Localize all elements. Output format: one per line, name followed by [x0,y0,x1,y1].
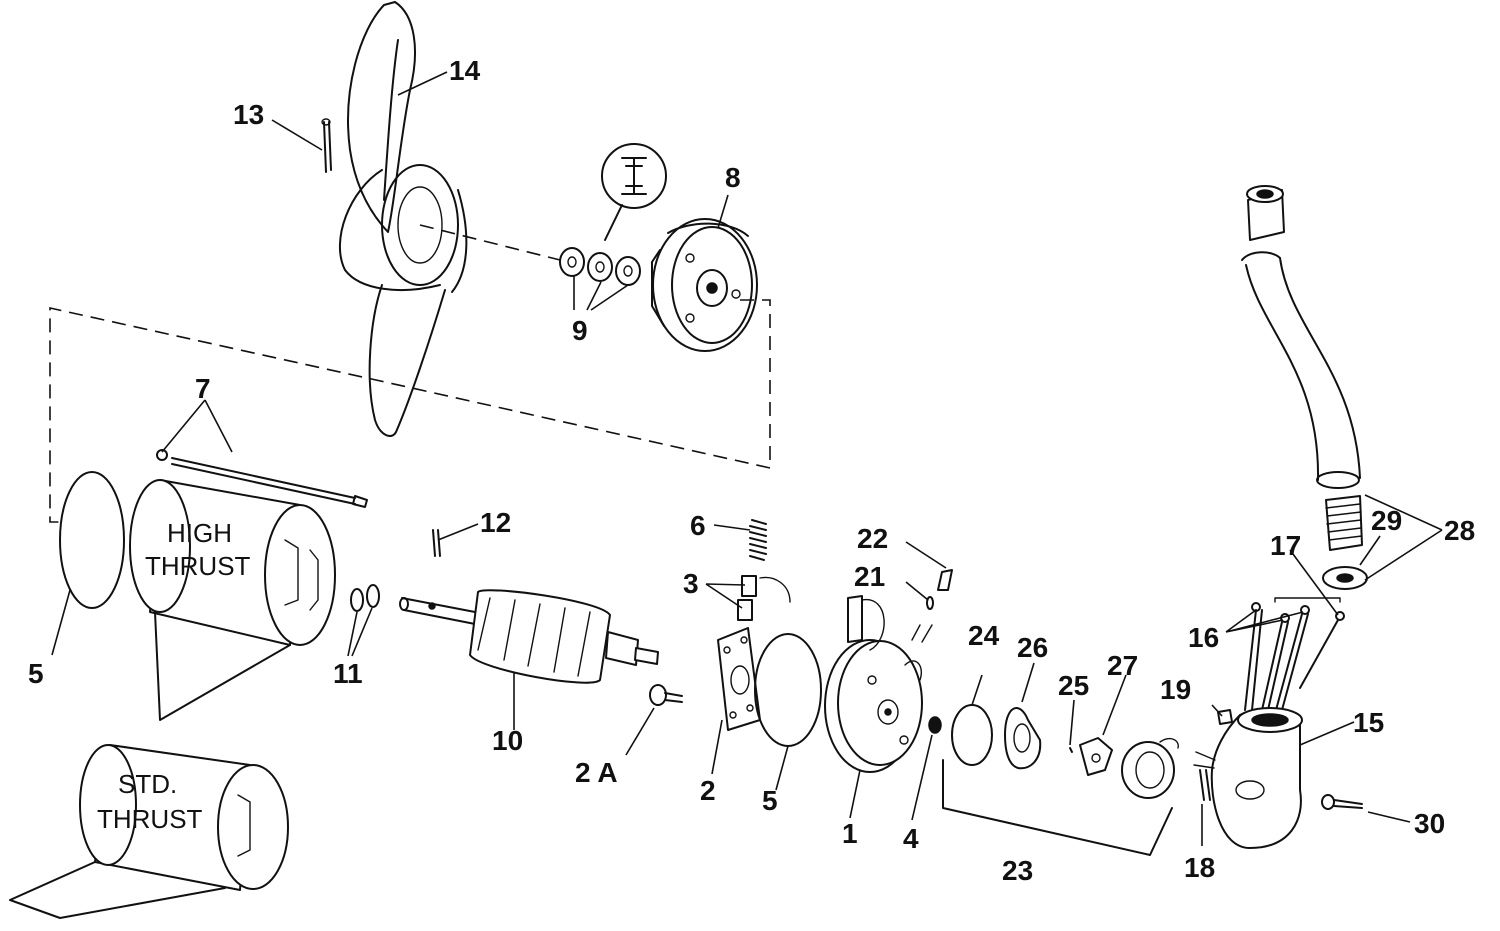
nut-4 [928,716,942,734]
label-24: 24 [968,620,1000,651]
screw-2a [649,684,683,706]
spring-6 [749,519,767,561]
armature-10 [399,589,659,684]
high-thrust-text-1: HIGH [167,518,232,548]
through-bolts-7 [156,449,368,508]
brush-plate-2 [717,627,761,731]
end-cap-1 [824,595,933,773]
label-6: 6 [690,510,706,541]
cotter-pin-13 [321,118,332,173]
label-5-center: 5 [762,785,778,816]
label-12: 12 [480,507,511,538]
label-13: 13 [233,99,264,130]
label-15: 15 [1353,707,1384,738]
front-housing-8 [651,218,758,352]
std-thrust-housing: STD. THRUST [9,744,289,919]
label-23: 23 [1002,855,1033,886]
label-9: 9 [572,315,588,346]
label-2: 2 [700,775,716,806]
label-28: 28 [1444,515,1475,546]
screw-30 [1321,794,1363,810]
pin-22 [937,569,953,591]
label-8: 8 [725,162,741,193]
lower-housing-15 [1193,707,1303,849]
label-11: 11 [333,658,363,689]
switch-assembly [1121,738,1179,799]
label-7: 7 [195,373,211,404]
label-22: 22 [857,523,888,554]
o-ring-5-left [59,471,125,609]
label-26: 26 [1017,632,1048,663]
wire-leads-16-17 [1244,597,1345,711]
callout-labels: 14 13 8 9 7 12 6 22 21 3 5 11 10 2 A 2 5… [28,55,1475,886]
bracket-27 [1079,737,1113,776]
label-29: 29 [1371,505,1402,536]
high-thrust-text-2: THRUST [145,551,251,581]
propeller [338,1,468,437]
bracket-23 [942,759,1173,856]
washer-orientation-detail [601,143,667,241]
label-1: 1 [842,818,858,849]
std-thrust-text-1: STD. [118,769,177,799]
nut-26 [1004,707,1042,770]
spring-29 [1322,495,1368,590]
plug-19 [1217,709,1233,725]
shaft-tube-28 [1241,185,1361,489]
label-17: 17 [1270,530,1301,561]
label-4: 4 [903,823,919,854]
std-thrust-text-2: THRUST [97,804,203,834]
screw-18 [1199,769,1211,801]
washers-11 [350,584,380,612]
label-10: 10 [492,725,523,756]
part-25 [1069,747,1073,753]
leader-lines [51,71,1443,846]
label-27: 27 [1107,650,1138,681]
brushes-3 [737,575,791,621]
washers-9 [559,247,641,286]
o-ring-5-center [754,633,822,747]
label-19: 19 [1160,674,1191,705]
high-thrust-housing: HIGH THRUST [129,479,336,721]
label-2a: 2 A [575,757,618,788]
label-3: 3 [683,568,699,599]
part-21 [926,596,934,610]
label-25: 25 [1058,670,1089,701]
label-5-left: 5 [28,658,44,689]
pin-12 [432,529,441,557]
label-18: 18 [1184,852,1215,883]
label-16: 16 [1188,622,1219,653]
label-30: 30 [1414,808,1445,839]
label-14: 14 [449,55,481,86]
o-ring-24 [951,704,993,766]
alignment-lines [49,224,771,523]
label-21: 21 [854,561,885,592]
